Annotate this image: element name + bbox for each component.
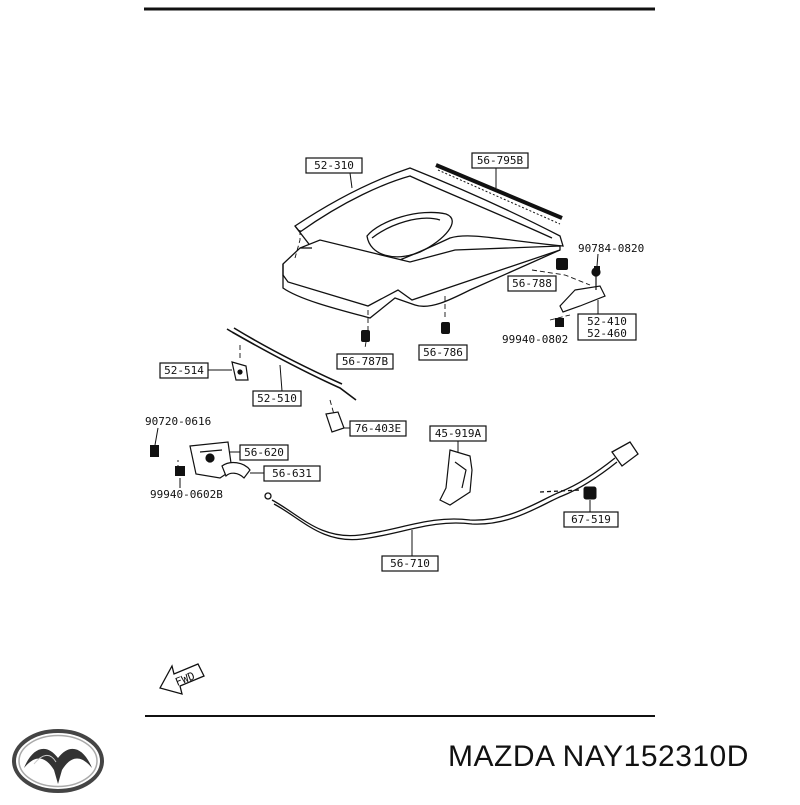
label-67-519: 67-519 — [563, 500, 619, 528]
release-cable — [264, 441, 639, 541]
svg-text:56-710: 56-710 — [390, 557, 430, 570]
label-99940-0802: 99940-0802 — [502, 333, 568, 346]
svg-text:52-460: 52-460 — [587, 327, 627, 340]
bumper-56-787b — [361, 330, 370, 342]
label-90784-0820: 90784-0820 — [578, 242, 644, 255]
label-text: 52-310 — [314, 159, 354, 172]
svg-text:56-795B: 56-795B — [477, 154, 524, 167]
label-56-787b: 56-787B — [336, 353, 394, 370]
fwd-arrow — [159, 663, 205, 695]
bumper-56-786 — [441, 322, 450, 334]
hood-panel — [282, 167, 564, 319]
svg-text:45-919A: 45-919A — [435, 427, 482, 440]
label-56-631: 56-631 — [250, 465, 321, 482]
label-56-786: 56-786 — [418, 344, 468, 361]
label-52-510: 52-510 — [252, 364, 302, 407]
bolt-90784-0820 — [594, 266, 600, 274]
label-76-403e: 76-403E — [344, 420, 407, 437]
label-56-795b: 56-795B — [471, 152, 529, 188]
svg-text:67-519: 67-519 — [571, 513, 611, 526]
label-56-620: 56-620 — [230, 444, 289, 461]
label-52-514: 52-514 — [159, 362, 232, 379]
label-52-310: 52-310 — [305, 157, 363, 189]
nut-99940-0602b — [175, 466, 185, 476]
svg-text:52-410: 52-410 — [587, 315, 627, 328]
svg-text:56-620: 56-620 — [244, 446, 284, 459]
bolt-90720-0616 — [150, 445, 159, 457]
hood-latch — [189, 441, 233, 479]
label-99940-0602b: 99940-0602B — [150, 488, 223, 501]
clip-67-519 — [583, 486, 597, 500]
grommet-76-403e — [325, 411, 345, 433]
label-90720-0616: 90720-0616 — [145, 415, 211, 428]
nut-99940-0802 — [555, 318, 564, 327]
svg-text:56-788: 56-788 — [512, 277, 552, 290]
label-52-410-460: 52-410 52-460 — [577, 300, 637, 341]
weatherstrip — [435, 163, 563, 225]
svg-text:56-787B: 56-787B — [342, 355, 389, 368]
bracket-56-788 — [556, 258, 568, 270]
clip-56-631 — [221, 461, 251, 479]
label-56-710: 56-710 — [381, 530, 439, 572]
hood-stay-rod — [226, 327, 357, 401]
svg-text:52-514: 52-514 — [164, 364, 204, 377]
svg-text:56-631: 56-631 — [272, 467, 312, 480]
release-handle — [439, 449, 473, 506]
svg-text:52-510: 52-510 — [257, 392, 297, 405]
label-45-919a: 45-919A — [429, 425, 487, 452]
brand-part-number: MAZDA NAY152310D — [448, 740, 749, 773]
mazda-logo-icon — [12, 729, 104, 793]
label-56-788: 56-788 — [507, 275, 557, 292]
svg-text:56-786: 56-786 — [423, 346, 463, 359]
svg-text:76-403E: 76-403E — [355, 422, 401, 435]
clip-52-514 — [231, 361, 249, 381]
